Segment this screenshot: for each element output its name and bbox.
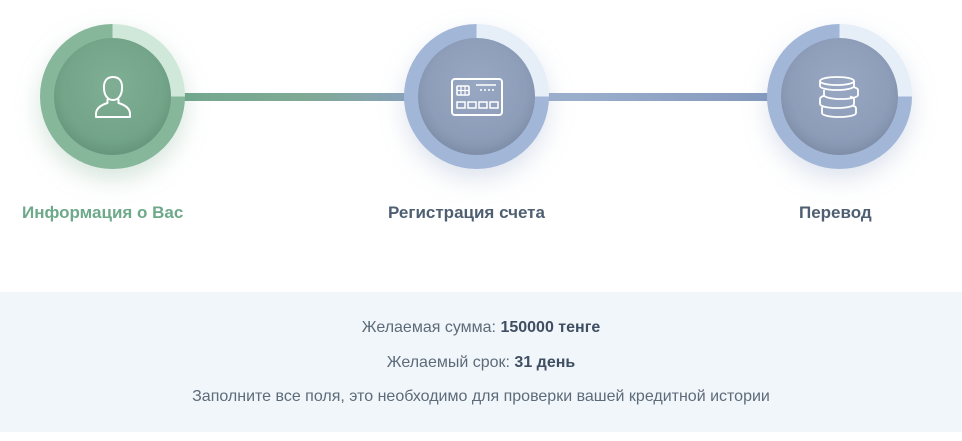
step-label-transfer[interactable]: Перевод — [799, 203, 872, 222]
desired-amount-value: 150000 тенге — [500, 319, 601, 336]
desired-term-label: Желаемый срок: — [386, 354, 510, 371]
step-label-info[interactable]: Информация о Вас — [22, 203, 184, 222]
step-account-registration[interactable] — [404, 24, 549, 169]
fill-fields-note: Заполните все поля, это необходимо для п… — [192, 388, 770, 405]
step-connector-1 — [180, 93, 410, 101]
desired-amount-row: Желаемая сумма: 150000 тенге — [0, 319, 962, 337]
user-icon — [94, 75, 131, 118]
step-badge — [54, 38, 171, 155]
desired-term-value: 31 день — [514, 354, 576, 371]
credit-card-icon — [450, 77, 503, 116]
coins-icon — [818, 75, 859, 118]
desired-amount-label: Желаемая сумма: — [361, 319, 496, 336]
step-badge — [418, 38, 535, 155]
step-info-about-you[interactable] — [40, 24, 185, 169]
step-connector-2 — [545, 93, 775, 101]
step-badge — [781, 38, 898, 155]
progress-stepper: Информация о Вас Регистрация счета Перев… — [22, 24, 912, 222]
loan-summary-panel: Желаемая сумма: 150000 тенге Желаемый ср… — [0, 292, 962, 432]
desired-term-row: Желаемый срок: 31 день — [0, 354, 962, 372]
step-transfer[interactable] — [767, 24, 912, 169]
step-label-registration[interactable]: Регистрация счета — [388, 203, 545, 222]
